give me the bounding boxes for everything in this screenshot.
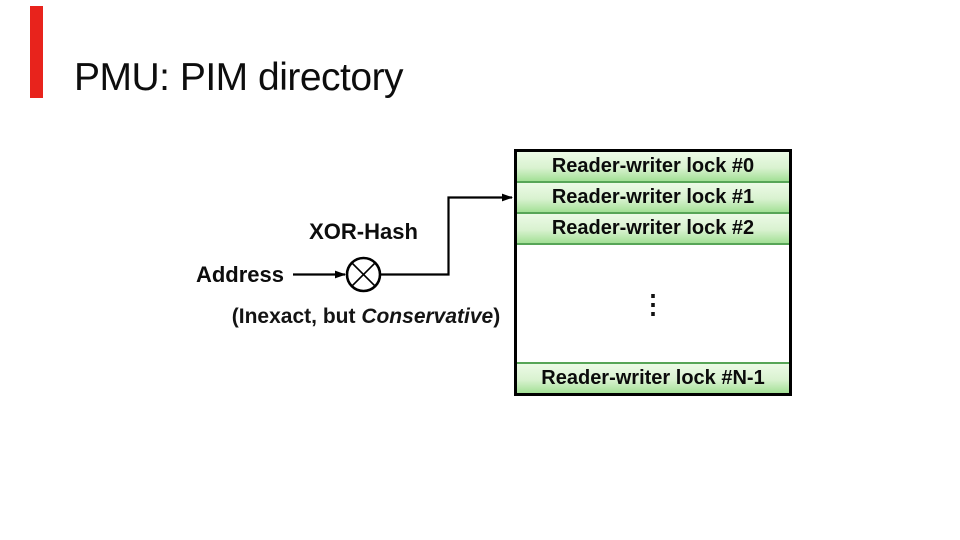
pim-directory-table: Reader-writer lock #0 Reader-writer lock… [514,149,792,396]
lock-row-2: Reader-writer lock #2 [517,214,789,245]
xor-icon [345,256,382,293]
note-italic: Conservative [361,305,494,328]
note-prefix: (Inexact, but [231,305,362,328]
red-accent-bar [30,6,43,98]
address-label: Address [195,262,284,287]
xor-hash-label: XOR-Hash [309,219,418,244]
vertical-ellipsis: ⋮ [640,288,666,319]
directory-gap: ⋮ [517,245,789,362]
lock-row-n-1: Reader-writer lock #N-1 [517,362,789,393]
note-suffix: ) [493,305,501,328]
slide-title: PMU: PIM directory [74,56,404,99]
lock-row-1: Reader-writer lock #1 [517,183,789,214]
lock-row-0: Reader-writer lock #0 [517,152,789,183]
inexact-note: (Inexact, but Conservative) [206,305,526,329]
